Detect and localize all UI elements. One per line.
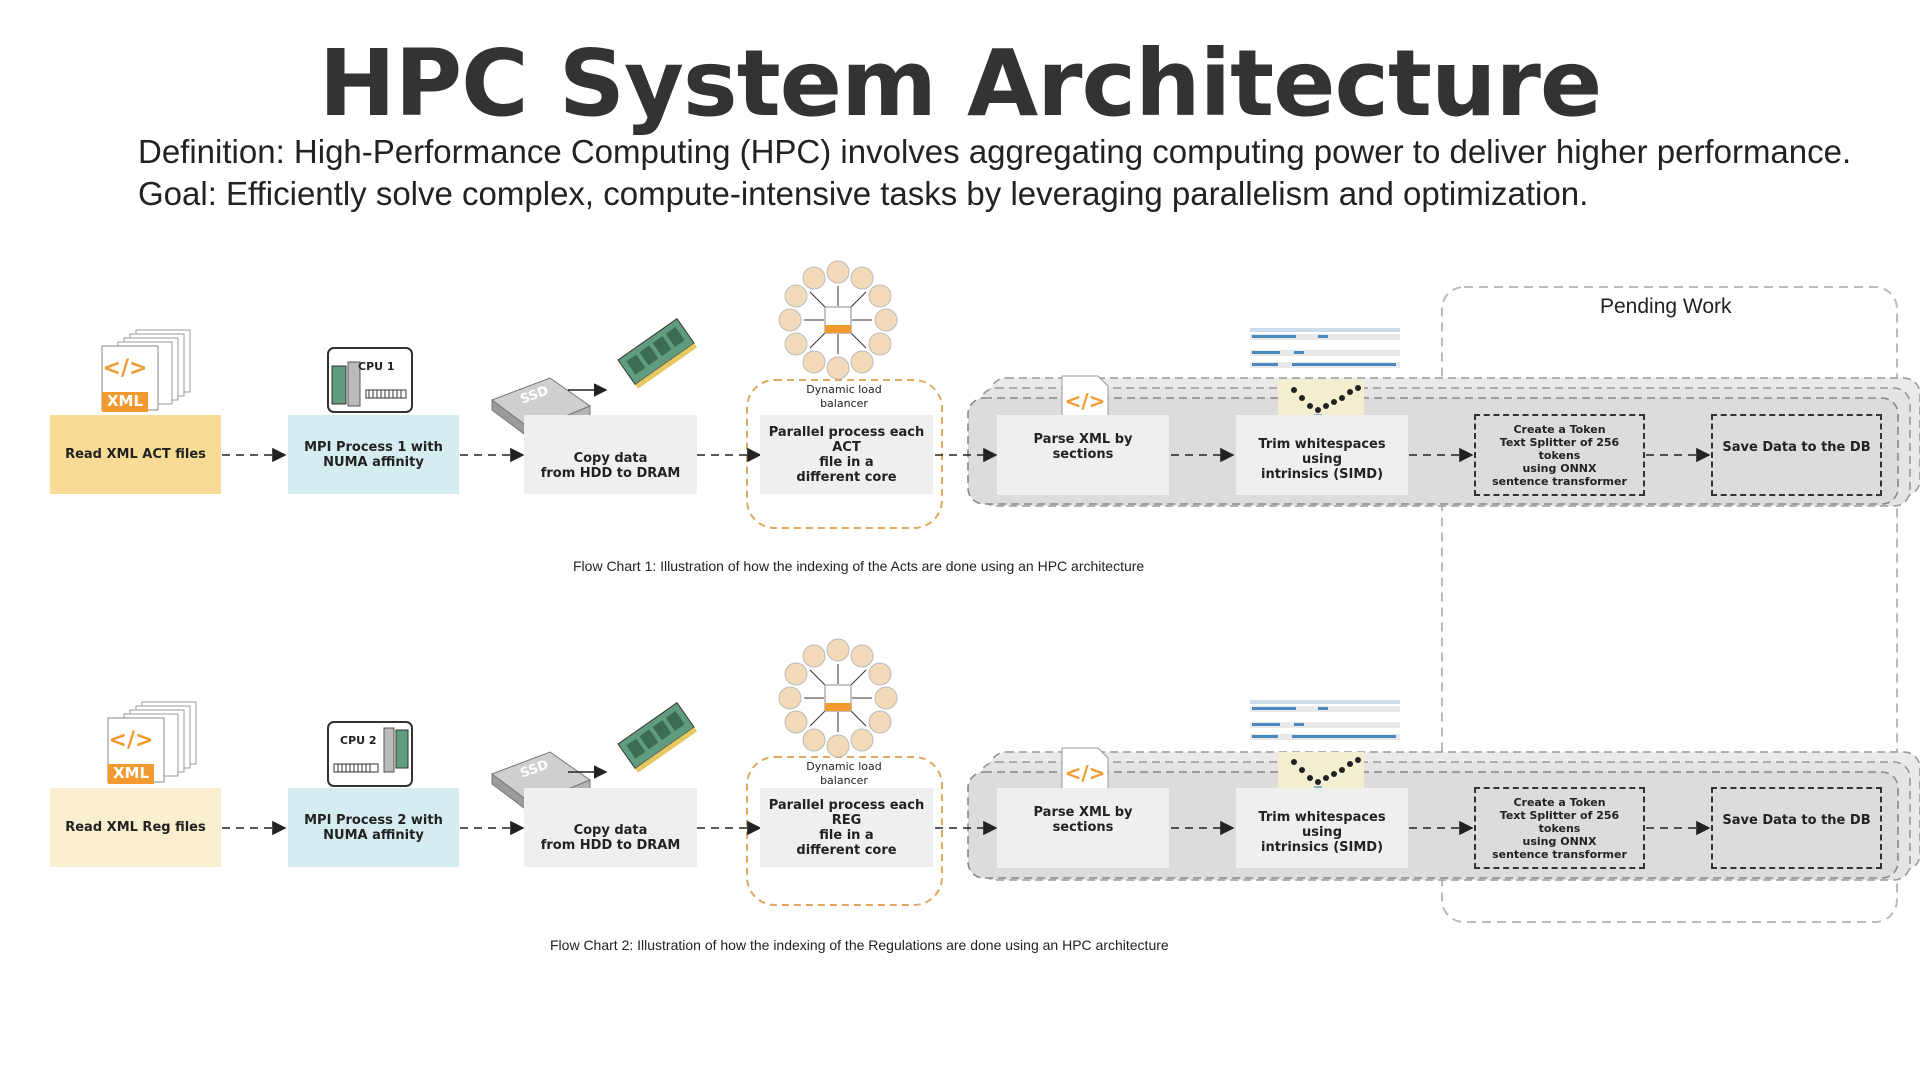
flow1-mpi-box: MPI Process 1 with NUMA affinity — [288, 415, 459, 494]
flow2-parallel-box: Parallel process each REG file in a diff… — [760, 788, 933, 867]
svg-text:</>: </> — [1065, 389, 1106, 413]
flow2-parse-box: Parse XML by sections — [997, 788, 1169, 868]
flow1-balancer-label: Dynamic load balancer — [806, 383, 882, 410]
load-balancer-icon — [778, 260, 898, 380]
flow2-balancer-label: Dynamic load balancer — [806, 760, 882, 787]
load-balancer-icon — [778, 638, 898, 758]
flow2-mpi-box: MPI Process 2 with NUMA affinity — [288, 788, 459, 867]
xml-files-icon: </> — [101, 329, 191, 412]
flow2-stack — [967, 751, 1920, 881]
flow1-parse-box: Parse XML by sections — [997, 415, 1169, 495]
ram-icon — [617, 702, 698, 773]
flow1-caption: Flow Chart 1: Illustration of how the in… — [573, 558, 1145, 574]
page-title: HPC System Architecture — [318, 30, 1603, 137]
flow1-parallel-box: Parallel process each ACT file in a diff… — [760, 415, 933, 494]
cpu-label: CPU 2 — [340, 734, 377, 747]
svg-text:</>: </> — [1065, 761, 1106, 785]
flow1-copy-box: Copy data from HDD to DRAM — [524, 415, 697, 494]
flow2-save-box: Save Data to the DB — [1711, 787, 1882, 869]
xml-files-icon: </> — [107, 701, 197, 784]
pending-work-frame — [1441, 286, 1898, 923]
flow2-caption: Flow Chart 2: Illustration of how the in… — [550, 937, 1169, 953]
goal-text: Goal: Efficiently solve complex, compute… — [138, 175, 1589, 212]
pending-work-label: Pending Work — [1600, 295, 1732, 318]
flow1-stack — [967, 377, 1920, 507]
flow2-balancer-frame — [746, 756, 943, 906]
cpu-icon — [327, 721, 413, 787]
flow1-read-box: Read XML ACT files — [50, 415, 221, 494]
xml-icon-label: XML — [112, 764, 150, 782]
flow1-trim-box: Trim whitespaces using intrinsics (SIMD) — [1236, 415, 1408, 495]
flow2-read-box: Read XML Reg files — [50, 788, 221, 867]
cpu-icon — [327, 347, 413, 413]
flow1-balancer-frame — [746, 379, 943, 529]
xml-icon-label: XML — [106, 392, 144, 410]
flow2-token-box: Create a Token Text Splitter of 256 toke… — [1474, 787, 1645, 869]
svg-text:</>: </> — [109, 728, 154, 753]
flow1-token-box: Create a Token Text Splitter of 256 toke… — [1474, 414, 1645, 496]
flow2-copy-box: Copy data from HDD to DRAM — [524, 788, 697, 867]
flow1-save-box: Save Data to the DB — [1711, 414, 1882, 496]
ram-icon — [617, 318, 698, 389]
svg-text:</>: </> — [103, 356, 148, 381]
cpu-label: CPU 1 — [358, 360, 395, 373]
flow2-trim-box: Trim whitespaces using intrinsics (SIMD) — [1236, 788, 1408, 868]
definition-text: Definition: High-Performance Computing (… — [138, 133, 1852, 170]
